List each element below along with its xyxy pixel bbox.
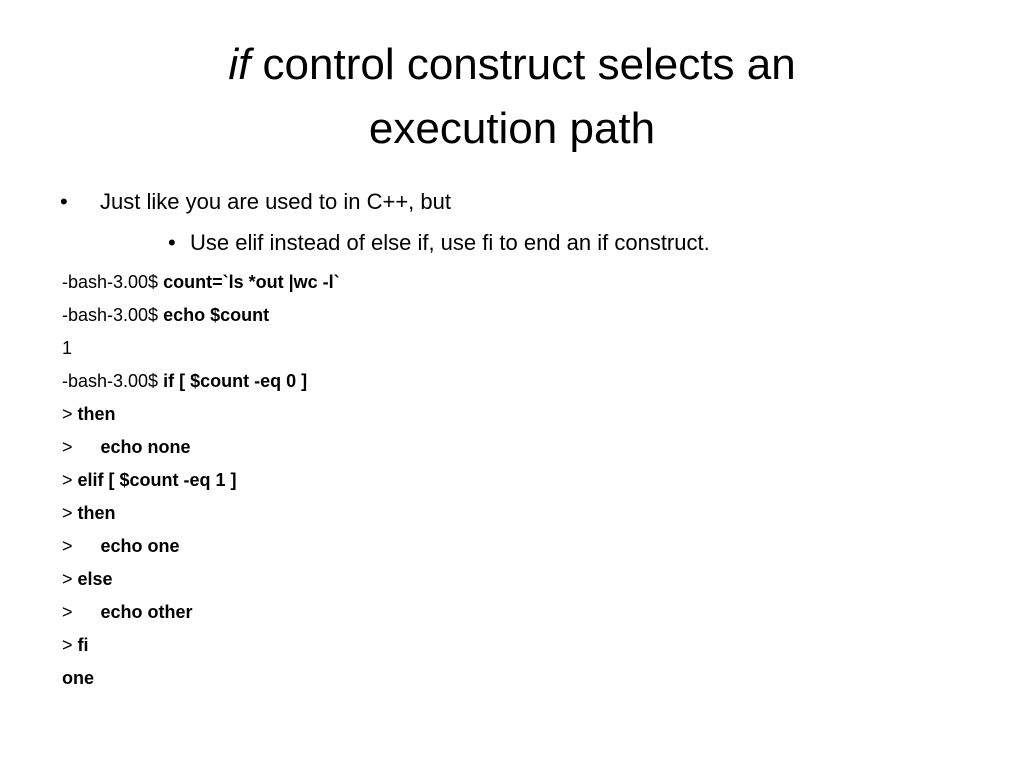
shell-command: echo one: [100, 536, 180, 556]
shell-prompt: -bash-3.00$: [62, 371, 164, 391]
continuation-prompt: >: [62, 569, 78, 589]
shell-command: elif [ $count -eq 1 ]: [77, 470, 237, 490]
terminal-line: > then: [62, 398, 340, 431]
shell-command: echo other: [100, 602, 193, 622]
terminal-line: > elif [ $count -eq 1 ]: [62, 464, 340, 497]
terminal-line: > echo one: [62, 530, 340, 563]
bullet-marker: •: [168, 230, 176, 255]
shell-command: fi: [77, 635, 89, 655]
shell-command: if [ $count -eq 0 ]: [163, 371, 308, 391]
terminal-line: > echo other: [62, 596, 340, 629]
continuation-prompt: >: [62, 503, 78, 523]
bullet-item-level2: • Use elif instead of else if, use fi to …: [168, 227, 710, 259]
shell-command: then: [77, 503, 116, 523]
shell-command: then: [77, 404, 116, 424]
bullet-item-level1: • Just like you are used to in C++, but: [60, 186, 451, 218]
terminal-line: -bash-3.00$ if [ $count -eq 0 ]: [62, 365, 340, 398]
shell-command: echo none: [100, 437, 191, 457]
terminal-line: -bash-3.00$ count=`ls *out |wc -l`: [62, 266, 340, 299]
bullet-text: Just like you are used to in C++, but: [100, 189, 451, 214]
title-italic-keyword: if: [228, 40, 251, 89]
terminal-line: 1: [62, 332, 340, 365]
continuation-prompt: >: [62, 602, 73, 622]
terminal-line: -bash-3.00$ echo $count: [62, 299, 340, 332]
continuation-prompt: >: [62, 437, 73, 457]
shell-command: count=`ls *out |wc -l`: [163, 272, 340, 292]
terminal-transcript: -bash-3.00$ count=`ls *out |wc -l` -bash…: [62, 266, 340, 695]
continuation-prompt: >: [62, 404, 78, 424]
bullet-marker: •: [60, 189, 68, 214]
terminal-line: > else: [62, 563, 340, 596]
terminal-line: > then: [62, 497, 340, 530]
title-text-line2: execution path: [368, 104, 656, 153]
shell-command: else: [77, 569, 113, 589]
terminal-line: > fi: [62, 629, 340, 662]
title-text-line1: control construct selects an: [250, 40, 796, 89]
shell-output: 1: [62, 338, 73, 358]
shell-command: echo $count: [163, 305, 270, 325]
continuation-prompt: >: [62, 635, 78, 655]
shell-output: one: [62, 668, 95, 688]
bullet-text: Use elif instead of else if, use fi to e…: [190, 230, 710, 255]
continuation-prompt: >: [62, 470, 78, 490]
terminal-line: > echo none: [62, 431, 340, 464]
shell-prompt: -bash-3.00$: [62, 272, 164, 292]
continuation-prompt: >: [62, 536, 73, 556]
slide-title: if control construct selects an executio…: [60, 33, 964, 161]
terminal-line: one: [62, 662, 340, 695]
shell-prompt: -bash-3.00$: [62, 305, 164, 325]
